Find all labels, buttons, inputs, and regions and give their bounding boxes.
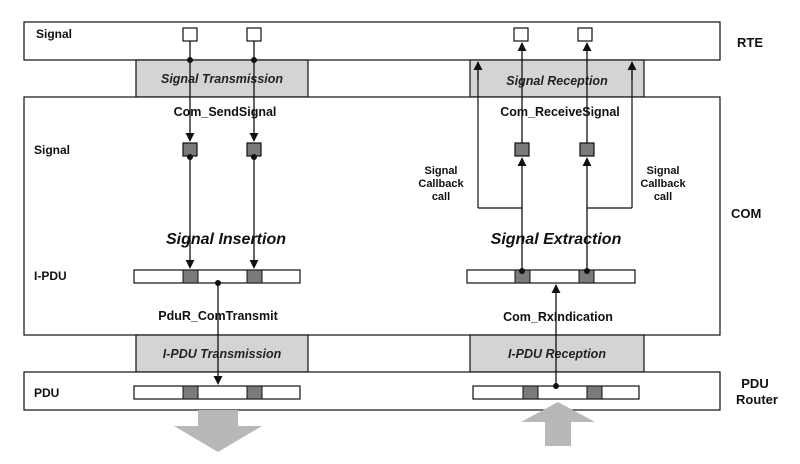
signal-extraction-label: Signal Extraction <box>491 231 622 248</box>
tx-ipdu-slot-1 <box>182 269 199 284</box>
rx-pdu-slot-2 <box>586 385 603 400</box>
signal-insertion-label: Signal Insertion <box>166 231 286 248</box>
rte-layer-box <box>23 21 721 61</box>
rte-signal-box-1 <box>182 27 198 42</box>
com-rx-indication-label: Com_RxIndication <box>503 310 613 324</box>
rx-pdu-dot <box>553 383 559 389</box>
rte-signal-label: Signal <box>36 27 72 41</box>
tx-outgoing-big-arrow <box>174 410 262 452</box>
com-signal-box-3 <box>514 142 530 157</box>
right-callback-line2: Callback <box>640 178 686 190</box>
ipdu-reception-band <box>469 334 645 373</box>
tx-dot-2b <box>251 154 257 160</box>
com-signal-label: Signal <box>34 143 70 157</box>
tx-dot-2a <box>251 57 257 63</box>
ipdu-transmission-label: I-PDU Transmission <box>163 347 282 361</box>
tx-pdu-bar <box>133 385 301 400</box>
pdu-router-label-line2: Router <box>736 392 778 407</box>
com-send-signal-label: Com_SendSignal <box>174 105 277 119</box>
rx-dot-1 <box>519 268 525 274</box>
right-callback-line1: Signal <box>646 165 679 177</box>
ipdu-label: I-PDU <box>34 269 67 283</box>
com-layer-box <box>23 96 721 336</box>
tx-pdu-slot-1 <box>182 385 199 400</box>
left-callback-line2: Callback <box>418 178 464 190</box>
tx-pdu-slot-2 <box>246 385 263 400</box>
ipdu-transmission-band <box>135 334 309 373</box>
left-callback-line1: Signal <box>424 165 457 177</box>
com-layer-label: COM <box>731 206 761 221</box>
rte-layer-label: RTE <box>737 35 763 50</box>
rx-pdu-slot-1 <box>522 385 539 400</box>
com-signal-box-4 <box>579 142 595 157</box>
left-callback-line3: call <box>432 191 450 203</box>
rx-dot-2 <box>584 268 590 274</box>
com-receive-signal-label: Com_ReceiveSignal <box>500 105 620 119</box>
rx-ipdu-bar <box>466 269 636 284</box>
rte-signal-box-4 <box>577 27 593 42</box>
right-callback-line3: call <box>654 191 672 203</box>
rx-incoming-big-arrow <box>521 402 595 446</box>
pdu-label: PDU <box>34 386 59 400</box>
pdu-router-label-line1: PDU <box>741 376 768 391</box>
tx-pdu-dot <box>215 280 221 286</box>
tx-dot-1a <box>187 57 193 63</box>
rte-signal-box-3 <box>513 27 529 42</box>
tx-dot-1b <box>187 154 193 160</box>
tx-ipdu-slot-2 <box>246 269 263 284</box>
rte-signal-box-2 <box>246 27 262 42</box>
signal-reception-band <box>469 59 645 98</box>
signal-transmission-label: Signal Transmission <box>161 72 283 86</box>
signal-transmission-band <box>135 59 309 98</box>
signal-reception-label: Signal Reception <box>506 74 608 88</box>
ipdu-reception-label: I-PDU Reception <box>508 347 606 361</box>
